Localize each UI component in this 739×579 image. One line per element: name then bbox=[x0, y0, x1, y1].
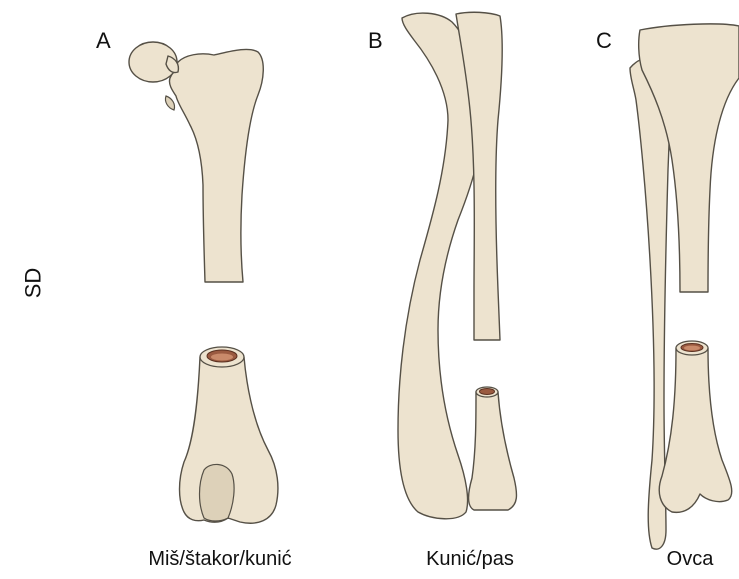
panel-a-label: A bbox=[96, 28, 111, 54]
panel-c-label: C bbox=[596, 28, 612, 54]
panel-b-label: B bbox=[368, 28, 383, 54]
panel-c-tibia bbox=[630, 24, 739, 549]
femur-proximal-fragment bbox=[169, 49, 263, 282]
panel-a-caption: Miš/štakor/kunić bbox=[110, 548, 330, 571]
panel-a-femur bbox=[129, 42, 278, 523]
tibia-distal-fragment bbox=[659, 348, 732, 512]
side-label: SD bbox=[20, 268, 46, 299]
ulna-distal-fragment bbox=[469, 392, 517, 510]
panel-b-radius-ulna bbox=[398, 12, 516, 519]
panel-b-caption: Kunić/pas bbox=[390, 548, 550, 571]
panel-c-caption: Ovca bbox=[650, 548, 730, 571]
